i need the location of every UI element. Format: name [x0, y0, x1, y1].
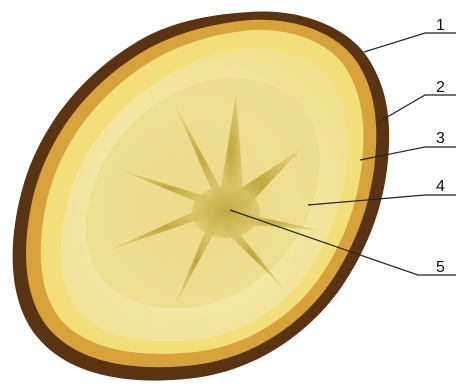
callout-number-1: 1 [436, 17, 445, 34]
callout-number-4: 4 [436, 178, 445, 195]
callout-number-5: 5 [436, 259, 445, 276]
callout-number-3: 3 [436, 130, 445, 147]
callout-number-2: 2 [436, 79, 445, 96]
leader-line-2 [382, 95, 456, 120]
leader-line-1 [364, 33, 456, 52]
